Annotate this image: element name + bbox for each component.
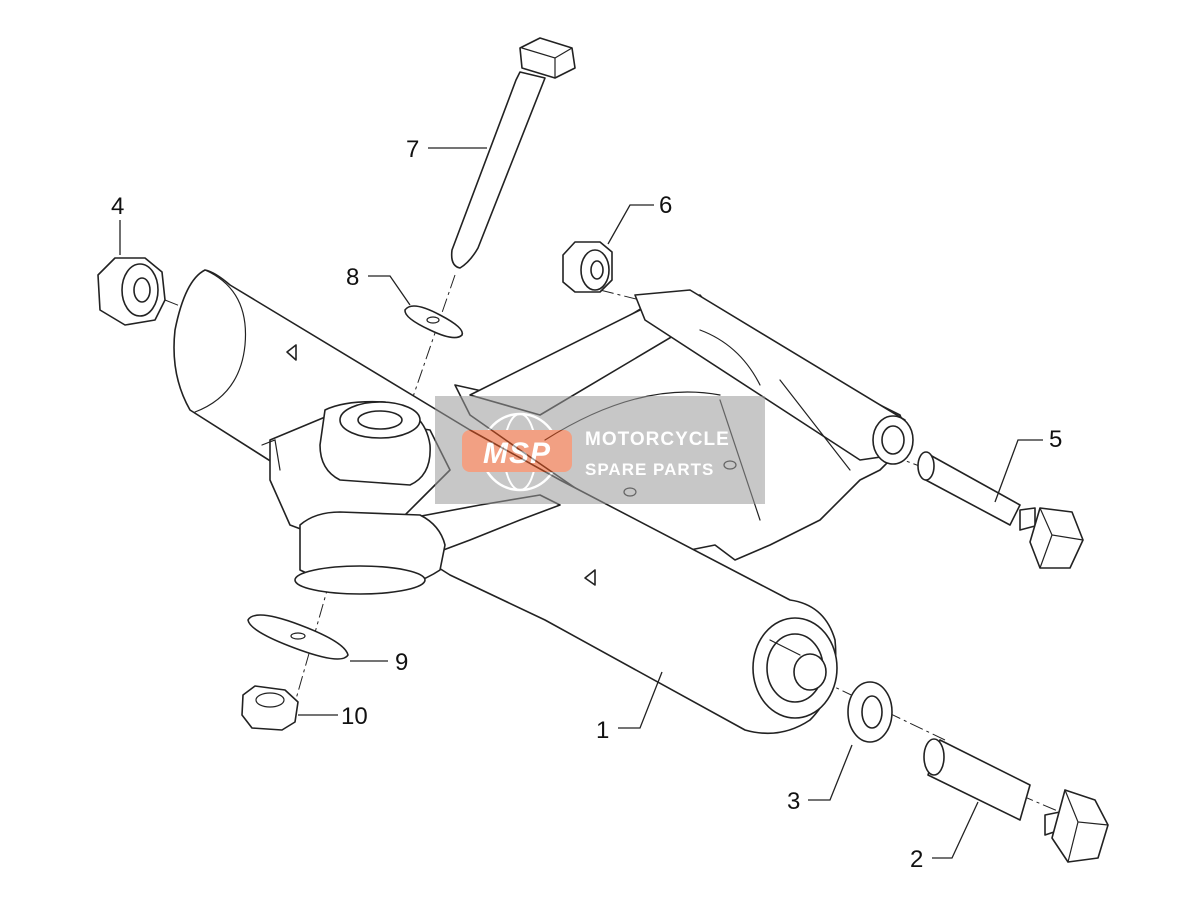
washer-upper [404, 305, 464, 339]
watermark-line2: SPARE PARTS [585, 460, 714, 479]
washer-lower [247, 614, 349, 660]
nut-lower [241, 685, 299, 731]
bolt-sleeve-upper [917, 451, 1084, 569]
callout-5: 5 [1049, 426, 1062, 453]
watermark-line1: MOTORCYCLE [585, 429, 730, 450]
watermark-logo: MSP [483, 437, 551, 470]
callout-9: 9 [395, 649, 408, 676]
callout-8: 8 [346, 264, 359, 291]
callout-7: 7 [406, 136, 419, 163]
washer-front [847, 681, 893, 743]
bolt-sleeve-lower [923, 738, 1109, 863]
watermark-logo-box [462, 430, 572, 472]
nut-upper [562, 241, 613, 293]
long-bolt [450, 37, 576, 269]
leader-lines [119, 147, 1043, 859]
watermark: MSP MOTORCYCLE SPARE PARTS [435, 396, 765, 504]
callout-2: 2 [910, 846, 923, 873]
flange-nut-left [97, 257, 166, 326]
callout-6: 6 [659, 192, 672, 219]
callout-4: 4 [111, 193, 124, 220]
callout-1: 1 [596, 717, 609, 744]
callout-3: 3 [787, 788, 800, 815]
callout-numbers: 1 2 3 4 5 6 7 8 9 10 [111, 136, 1062, 873]
callout-10: 10 [341, 703, 368, 730]
